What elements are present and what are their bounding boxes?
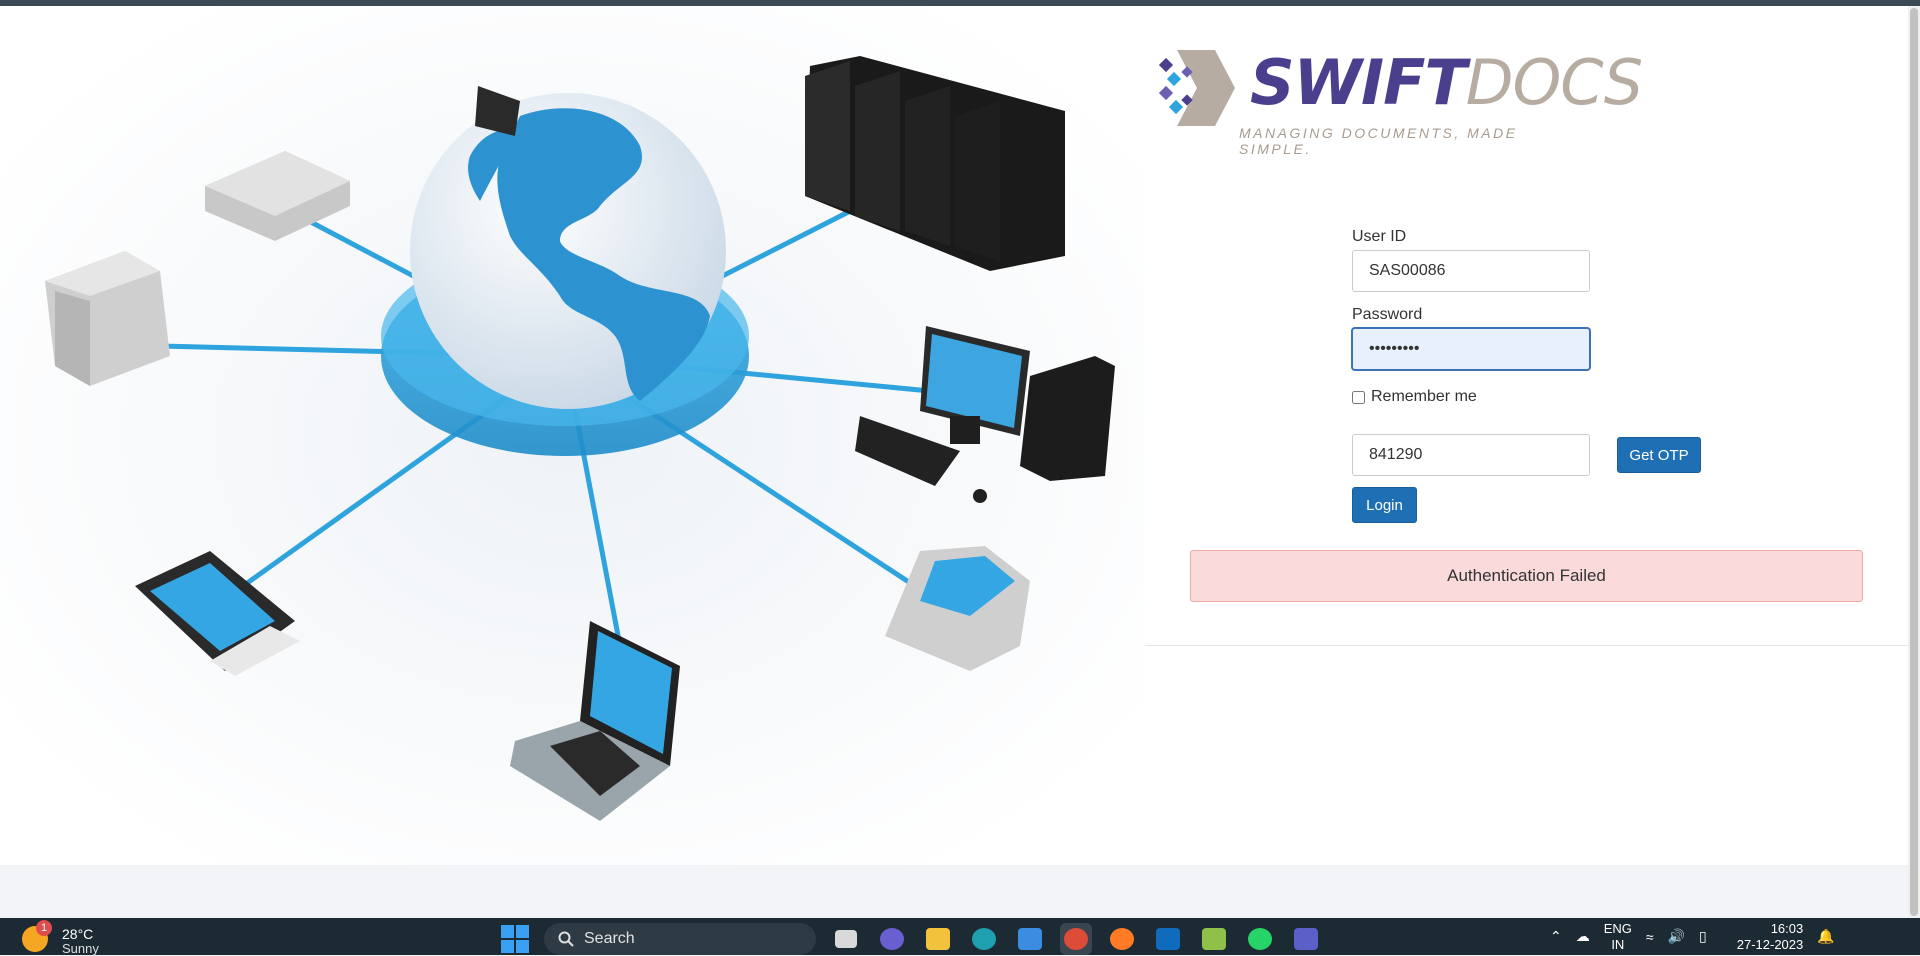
page-footer-area [0,865,1908,918]
logo-name-b: DOCS [1465,46,1643,119]
authentication-failed-alert: Authentication Failed [1190,550,1863,602]
weather-temperature: 28°C [62,926,94,942]
clock[interactable]: 16:03 27-12-2023 [1737,921,1804,953]
login-button[interactable]: Login [1352,487,1417,523]
network-illustration [0,6,1145,865]
remember-me-label: Remember me [1371,388,1477,405]
logo-chevron-icon [1158,50,1235,126]
clock-date: 27-12-2023 [1736,936,1804,952]
task-view-icon[interactable] [830,923,862,955]
logo-name-a: SWIFT [1250,46,1467,119]
password-label: Password [1352,306,1423,323]
search-icon [558,931,574,947]
login-page: SWIFTDOCS MANAGING DOCUMENTS, MADE SIMPL… [0,6,1908,865]
login-panel: SWIFTDOCS MANAGING DOCUMENTS, MADE SIMPL… [1145,6,1908,646]
chevron-up-icon[interactable]: ⌃ [1550,928,1562,944]
server-rack-icon [805,56,1065,271]
notepad-icon[interactable] [1198,923,1230,955]
password-input[interactable] [1352,328,1590,370]
logo-tagline: MANAGING DOCUMENTS, MADE SIMPLE. [1239,125,1518,157]
weather-badge: 1 [36,920,52,936]
router-icon [205,151,350,241]
logo-wordmark: SWIFTDOCS [1250,52,1643,114]
sun-icon: 1 [22,920,52,952]
notification-bell-icon[interactable]: 🔔 [1817,928,1835,944]
scrollbar-thumb[interactable] [1910,8,1918,916]
get-otp-button[interactable]: Get OTP [1617,437,1701,473]
chrome-browser-icon[interactable] [1060,923,1092,955]
video-call-icon[interactable] [876,923,908,955]
weather-condition: Sunny [62,941,99,956]
swiftdocs-logo: SWIFTDOCS MANAGING DOCUMENTS, MADE SIMPL… [1157,40,1643,157]
clock-time: 16:03 [1770,920,1804,936]
desktop-computer-icon [855,326,1115,503]
edge-browser-icon[interactable] [968,923,1000,955]
store-icon[interactable] [1014,923,1046,955]
laptop-icon [510,621,680,821]
teams-icon[interactable] [1290,923,1322,955]
whatsapp-icon[interactable] [1244,923,1276,955]
remember-me-row: Remember me [1352,388,1852,406]
tablet-icon [135,551,300,676]
file-explorer-icon[interactable] [922,923,954,955]
browser-top-edge [0,0,1920,6]
weather-widget[interactable]: 1 28°C Sunny [22,920,99,956]
user-id-input[interactable] [1352,250,1590,292]
volume-icon[interactable]: 🔊 [1667,928,1686,944]
user-id-label: User ID [1352,228,1407,245]
alert-text: Authentication Failed [1447,566,1606,585]
cloud-icon[interactable]: ☁ [1575,928,1590,944]
taskbar-search[interactable]: Search [544,923,816,955]
language-indicator[interactable]: ENG IN [1604,921,1632,953]
language-top: ENG [1603,920,1632,936]
firefox-browser-icon[interactable] [1106,923,1138,955]
otp-input[interactable] [1352,434,1590,476]
page-scrollbar[interactable] [1908,6,1920,918]
search-label: Search [584,930,635,947]
mobile-phone-icon [885,546,1030,671]
windows-start-icon[interactable] [500,924,530,954]
taskbar-apps: Search [500,923,1322,955]
network-illustration-svg [0,6,1145,865]
login-form: User ID Password Remember me Get OTP Log… [1352,228,1852,548]
wifi-icon[interactable]: ≈ [1645,928,1654,945]
outlook-icon[interactable] [1152,923,1184,955]
windows-taskbar: 1 28°C Sunny Search ⌃ ☁ ENG IN ≈ 🔊 [0,918,1920,956]
battery-icon[interactable]: ▯ [1699,928,1707,944]
globe-icon [410,93,726,409]
tower-server-icon [45,251,170,386]
language-bottom: IN [1611,936,1625,952]
system-tray: ⌃ ☁ ENG IN ≈ 🔊 ▯ 16:03 27-12-2023 🔔 [1550,918,1835,955]
remember-me-checkbox[interactable] [1352,390,1365,404]
